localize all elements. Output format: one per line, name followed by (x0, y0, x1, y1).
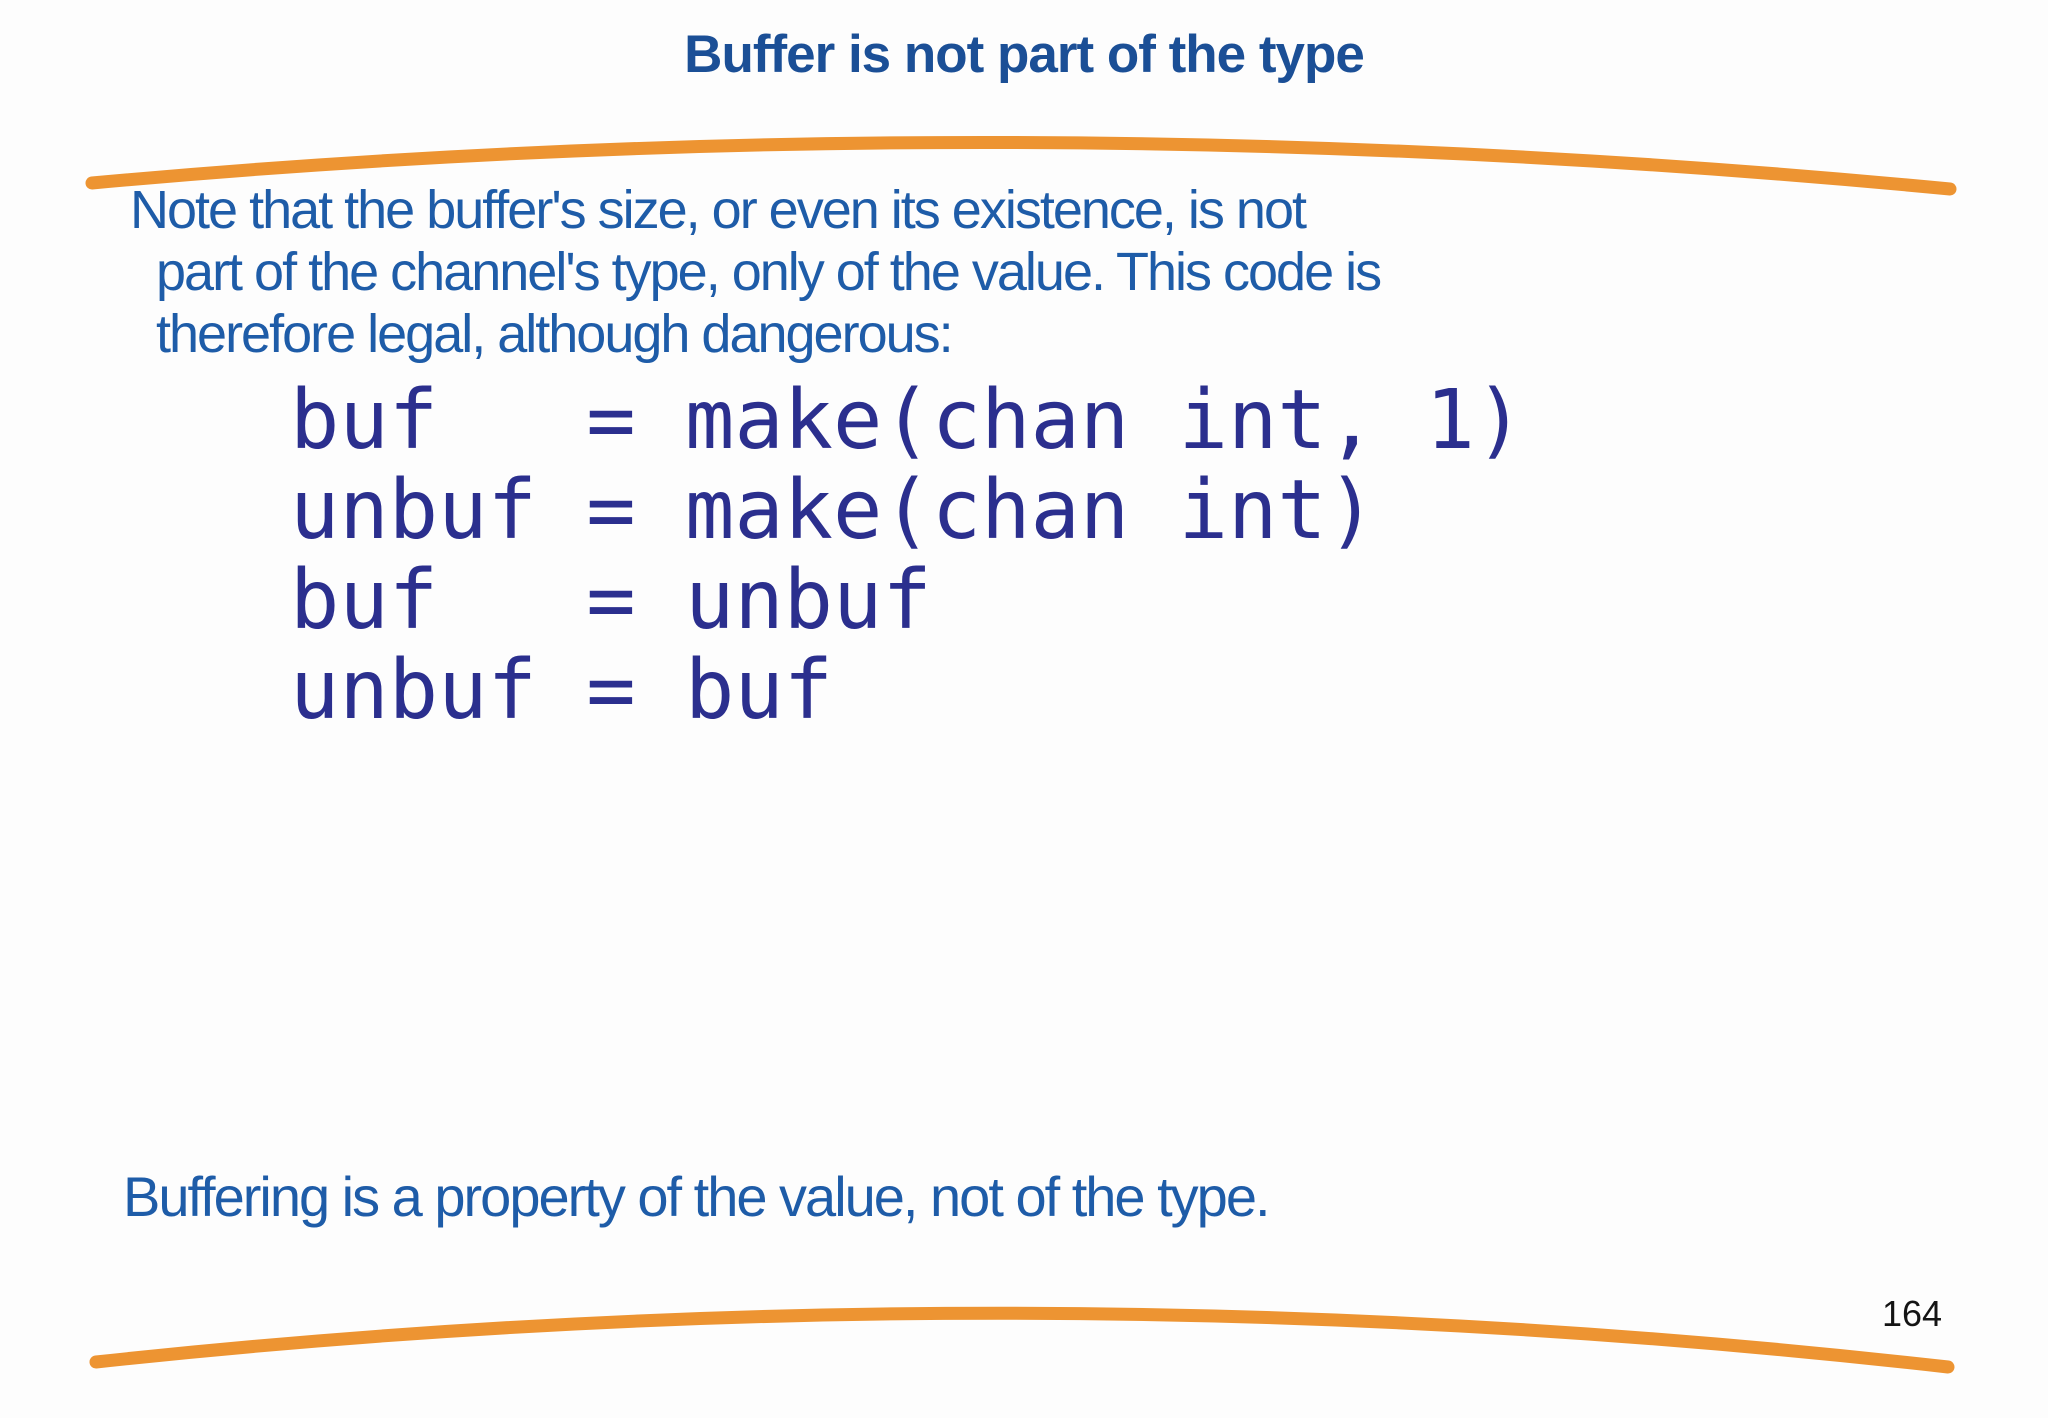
slide-title: Buffer is not part of the type (684, 25, 1365, 84)
code-line-4: unbuf = buf (290, 643, 834, 738)
page-number: 164 (1881, 1293, 1943, 1334)
code-line-2: unbuf = make(chan int) (290, 463, 1377, 558)
code-line-1: buf = make(chan int, 1) (290, 373, 1525, 468)
code-line-3: buf = unbuf (290, 553, 932, 648)
body-line-1: Note that the buffer's size, or even its… (130, 180, 1307, 240)
body-line-3: therefore legal, although dangerous: (156, 304, 954, 364)
bottom-divider-curve (89, 1306, 1955, 1374)
body-line-2: part of the channel's type, only of the … (156, 242, 1382, 302)
conclusion-text: Buffering is a property of the value, no… (123, 1165, 1271, 1228)
body-paragraph: Note that the buffer's size, or even its… (0, 179, 2048, 365)
code-block: buf = make(chan int, 1) unbuf = make(cha… (290, 376, 1524, 736)
